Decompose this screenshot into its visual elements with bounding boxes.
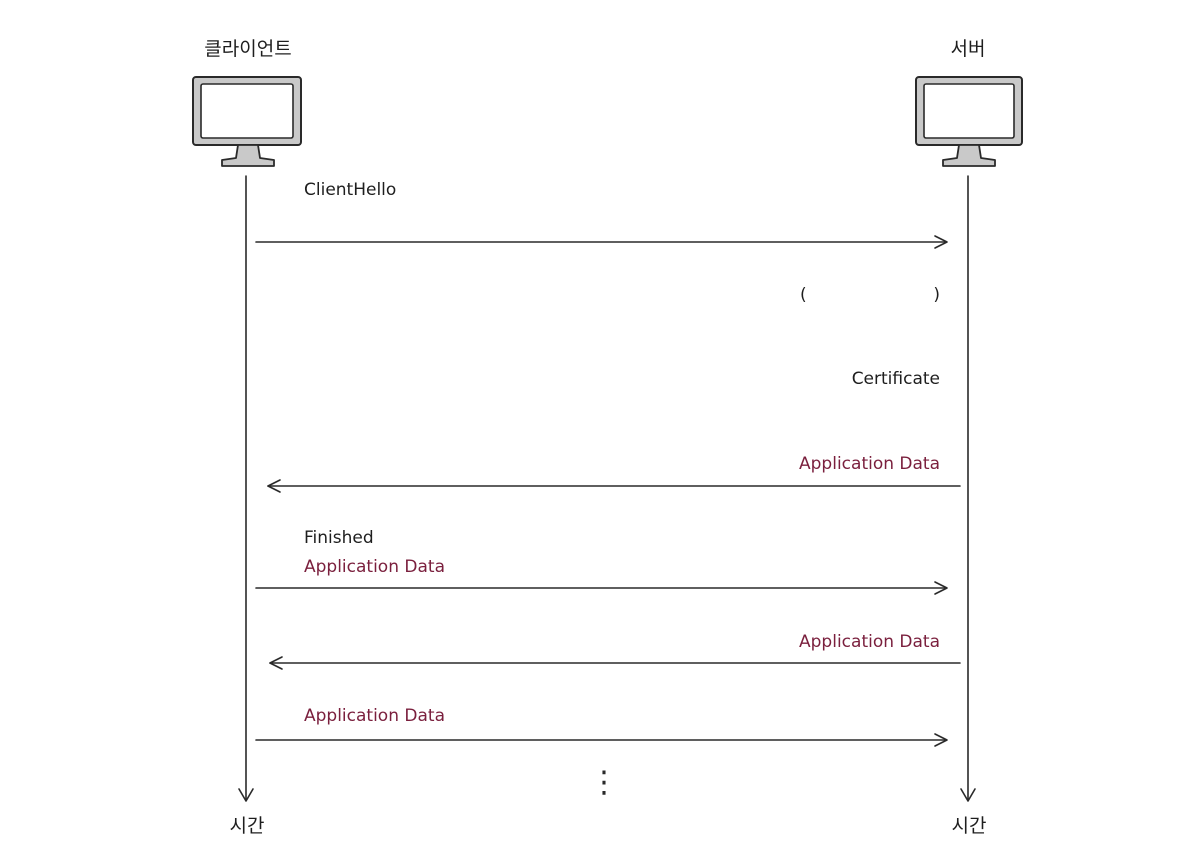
server-monitor-icon	[915, 76, 1023, 167]
message-server-certificate: ( ) Certificate Application Data	[267, 285, 961, 493]
server-label: 서버	[951, 38, 986, 60]
client-monitor-icon	[192, 76, 302, 167]
server-lifeline	[960, 175, 976, 802]
message-client-application-data: Application Data	[255, 706, 948, 747]
message-label: Certificate	[852, 369, 940, 389]
message-server-application-data: Application Data	[269, 632, 961, 670]
message-label: Finished	[304, 528, 374, 548]
message-label-parenthetical: ( )	[800, 285, 940, 305]
message-label-application-data: Application Data	[799, 454, 940, 474]
client-label: 클라이언트	[204, 38, 291, 60]
message-label-application-data: Application Data	[304, 557, 445, 577]
message-client-hello: ClientHello	[255, 180, 948, 249]
message-label: ClientHello	[304, 180, 396, 200]
message-label-application-data: Application Data	[304, 706, 445, 726]
message-client-finished: Finished Application Data	[255, 528, 948, 595]
server-time-label: 시간	[952, 815, 987, 837]
continuation-ellipsis: ⋮	[589, 765, 619, 800]
client-time-label: 시간	[230, 815, 265, 837]
message-label-application-data: Application Data	[799, 632, 940, 652]
client-lifeline	[238, 175, 254, 802]
